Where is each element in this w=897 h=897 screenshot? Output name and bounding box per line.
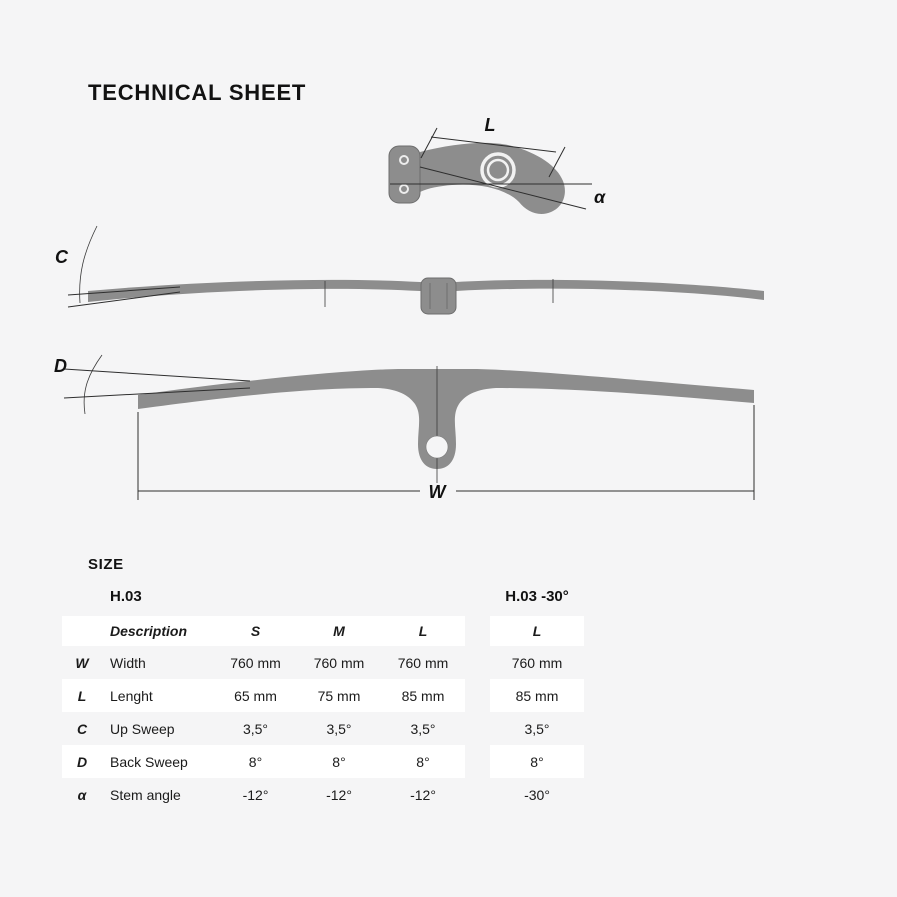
table-group-h03-minus30: H.03 -30° [505, 588, 569, 605]
stem-angle-axis-line [419, 166, 587, 210]
row-value-m: 8° [332, 753, 346, 770]
row-value-right: 760 mm [511, 654, 563, 671]
row-key: L [77, 687, 87, 704]
back-sweep-arc [83, 354, 103, 415]
row-value-right: 3,5° [524, 720, 550, 737]
size-heading: SIZE [88, 556, 124, 573]
row-value-l: 3,5° [410, 720, 436, 737]
steerer-hole [425, 435, 449, 459]
table-gap [465, 616, 490, 646]
col-header-l: L [418, 623, 428, 639]
stem-length-tick-left [420, 127, 438, 159]
row-value-m: 760 mm [313, 654, 365, 671]
row-value-right: 85 mm [490, 679, 584, 712]
handlebar-clamp-shape [420, 277, 457, 315]
row-key: C [76, 720, 88, 737]
row-value-s: 65 mm [234, 687, 277, 704]
row-value-m: -12° [326, 786, 352, 803]
up-sweep-axis-line [67, 286, 181, 296]
row-value-right: 8° [490, 745, 584, 778]
stem-clamp-ring-inner [486, 158, 510, 182]
table-gap [465, 745, 490, 778]
up-sweep-label: C [55, 247, 69, 267]
stem-angle-label: α [594, 187, 606, 207]
back-sweep-reference-line [63, 387, 251, 399]
col-header-description: Description [110, 623, 188, 639]
col-header-m: M [333, 623, 345, 639]
stem-length-tick-right [548, 146, 566, 178]
row-value-m: 75 mm [317, 687, 361, 704]
table-gap [465, 778, 490, 811]
stem-bolt-top-icon [399, 155, 409, 165]
row-description: Width [110, 654, 146, 671]
row-value-l: -12° [410, 786, 436, 803]
row-value-l: 8° [416, 753, 430, 770]
back-sweep-axis-line [63, 368, 251, 382]
row-value-l: 760 mm [397, 654, 449, 671]
stem-clamp-ring-outer [480, 152, 516, 188]
col-header-right-l: L [490, 616, 584, 646]
table-gap [465, 679, 490, 712]
table-header-row: Description S M L L [62, 616, 584, 646]
row-key: α [77, 786, 87, 803]
table-row-up-sweep: C Up Sweep 3,5° 3,5° 3,5° 3,5° [62, 712, 584, 745]
stem-length-label: L [485, 115, 496, 135]
stem-side-view-diagram: L α [388, 115, 606, 214]
width-label: W [429, 482, 448, 502]
row-value-s: 8° [248, 753, 263, 770]
stem-bolt-bottom-icon [399, 184, 409, 194]
col-header-s: S [250, 623, 261, 639]
back-sweep-label: D [54, 356, 67, 376]
row-value-s: 760 mm [230, 654, 281, 671]
stem-steerer-plate [388, 145, 421, 204]
row-value-m: 3,5° [326, 720, 352, 737]
row-value-s: -12° [242, 786, 269, 803]
table-row-stem-angle: α Stem angle -12° -12° -12° -30° [62, 778, 584, 811]
handlebar-technical-diagram: L α C D [54, 115, 764, 502]
table-group-h03: H.03 [110, 588, 142, 605]
row-key: W [75, 654, 89, 671]
size-table: H.03 H.03 -30° Description S M L L W Wid… [62, 588, 584, 811]
handlebar-top-view-diagram: C [55, 225, 764, 315]
table-gap [465, 712, 490, 745]
table-gap [465, 646, 490, 679]
row-description: Back Sweep [110, 753, 188, 770]
handlebar-front-shape [138, 369, 754, 469]
stem-length-dimension-line [430, 136, 557, 153]
row-value-l: 85 mm [401, 687, 445, 704]
page-title: TECHNICAL SHEET [88, 80, 307, 105]
table-row-width: W Width 760 mm 760 mm 760 mm 760 mm [62, 646, 584, 679]
table-row-back-sweep: D Back Sweep 8° 8° 8° 8° [62, 745, 584, 778]
handlebar-front-view-diagram: D W [54, 354, 755, 502]
row-value-s: 3,5° [242, 720, 269, 737]
up-sweep-reference-line [67, 291, 181, 308]
size-table-rows: Description S M L L W Width 760 mm 760 m… [62, 616, 584, 811]
row-description: Up Sweep [110, 720, 175, 737]
row-description: Stem angle [110, 786, 181, 803]
table-row-length: L Lenght 65 mm 75 mm 85 mm 85 mm [62, 679, 584, 712]
row-value-right: -30° [524, 786, 550, 803]
up-sweep-arc [79, 225, 98, 304]
row-description: Lenght [110, 687, 153, 704]
row-key: D [76, 753, 88, 770]
